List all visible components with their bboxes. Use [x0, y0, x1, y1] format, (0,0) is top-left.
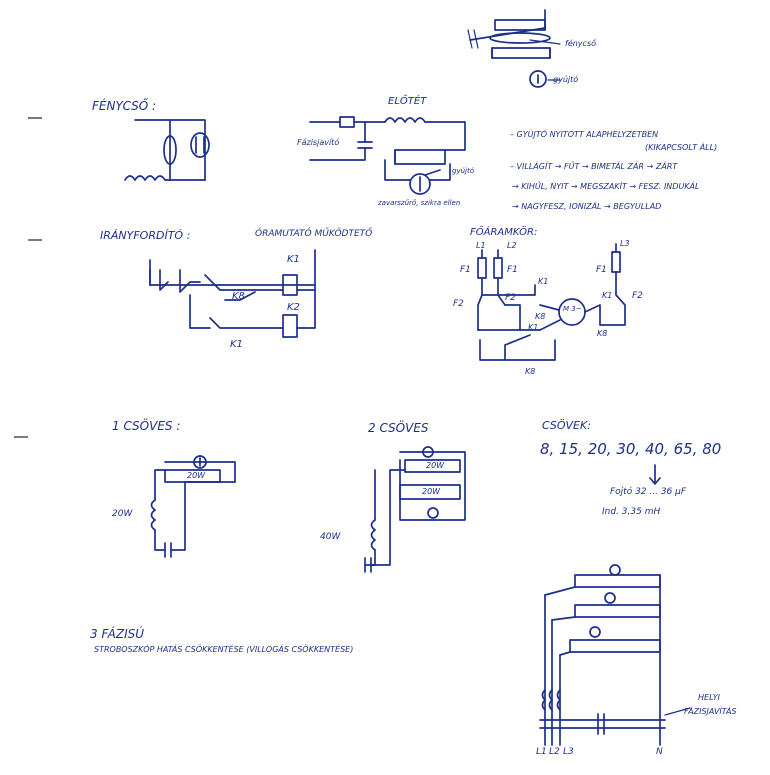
k1-main-label-a: K1 — [538, 277, 549, 286]
l1-label: L1 — [476, 241, 486, 250]
contact-k1b-label: K1 — [230, 339, 243, 350]
k8-main-label-a: K8 — [535, 312, 546, 321]
starter-note-3: – VILLÁGÍT → FŰT → BIMETÁL ZÁR → ZÁRT — [510, 162, 678, 171]
tubes-arrow — [649, 464, 661, 485]
two-tube-choke-rating: 40W — [320, 532, 341, 542]
tubes-title: CSÖVEK: — [542, 419, 591, 432]
f2-label-b: F2 — [505, 293, 516, 303]
starter-circuit-label: gyújtó — [452, 167, 474, 175]
noise-suppression-note: zavarszűrő, szikra ellen — [378, 199, 461, 207]
k8-main-label-c: K8 — [525, 367, 536, 376]
motor-label: M 3~ — [563, 305, 582, 313]
l3-label: L3 — [620, 239, 630, 248]
three-phase-l1: L1 — [536, 747, 547, 757]
one-tube-circuit — [150, 455, 236, 558]
choke-label: ELŐTÉT — [388, 96, 427, 107]
contact-k8-label: K8 — [232, 291, 245, 302]
three-phase-n: N — [656, 747, 663, 757]
two-tube-rating-2: 20W — [422, 487, 441, 496]
starter-note-5: → NAGYFESZ, IONIZÁL → BEGYULLAD — [512, 202, 662, 211]
f2-label-c: F2 — [632, 291, 643, 301]
starter-note-1: – GYÚJTÓ NYITOTT ALAPHELYZETBEN — [510, 130, 659, 139]
tubes-ind-line: Ind. 3,35 mH — [602, 507, 661, 517]
one-tube-rating: 20W — [187, 471, 206, 480]
fluorescent-basic-circuit — [124, 119, 210, 181]
three-phase-circuit — [539, 564, 691, 746]
fluorescent-title: FÉNYCSŐ : — [92, 99, 157, 113]
f1-label-b: F1 — [507, 265, 518, 275]
main-circuit — [477, 243, 626, 361]
f1-label-c: F1 — [596, 265, 607, 275]
three-phase-title: 3 FÁZISÚ — [90, 627, 145, 641]
reversing-title: IRÁNYFORDÍTÓ : — [100, 229, 191, 242]
one-tube-title: 1 CSÖVES : — [112, 419, 181, 433]
reversing-control-circuit — [149, 249, 316, 338]
main-circuit-title: FŐÁRAMKÖR: — [470, 227, 538, 238]
starter-symbol-legend — [529, 70, 561, 88]
two-tube-rating-1: 20W — [426, 461, 445, 470]
one-tube-choke-rating: 20W — [112, 509, 133, 519]
tubes-cap-line: Fojtó 32 ... 36 µF — [610, 487, 687, 497]
local-pfc-label: HELYI — [698, 693, 721, 702]
k1-main-label-b: K1 — [528, 323, 539, 332]
k8-main-label-b: K8 — [597, 329, 608, 338]
three-phase-l3: L3 — [563, 747, 574, 757]
tube-legend-label: fénycső — [565, 39, 597, 48]
reversing-subtitle: ÓRAMUTATÓ MŰKÖDTETŐ — [255, 229, 373, 239]
l2-label: L2 — [507, 241, 517, 250]
f2-label-a: F2 — [453, 299, 464, 309]
two-tube-title: 2 CSÖVES — [368, 421, 429, 435]
tube-symbol-legend — [467, 9, 561, 59]
three-phase-subtitle: STROBOSZKÓP HATÁS CSÖKKENTÉSE (VILLOGÁS … — [94, 645, 354, 654]
starter-circuit — [309, 116, 466, 195]
three-phase-l2: L2 — [549, 747, 560, 757]
starter-legend-label: gyújtó — [553, 75, 579, 84]
two-tube-circuit — [364, 446, 466, 573]
starter-note-2: (KIKAPCSOLT ÁLL) — [645, 143, 718, 152]
k1-main-label-c: K1 — [602, 291, 613, 300]
contact-k2-label: K2 — [287, 302, 300, 313]
local-pfc-label-2: FÁZISJAVÍTÁS — [684, 707, 737, 716]
f1-label-a: F1 — [460, 265, 471, 275]
starter-note-4: → KIHŰL, NYIT → MEGSZAKÍT → FESZ. INDUKÁ… — [512, 182, 700, 191]
contact-k1-label: K1 — [287, 254, 300, 265]
tube-wattages: 8, 15, 20, 30, 40, 65, 80 — [540, 440, 722, 458]
pf-capacitor-label: Fázisjavító — [297, 138, 340, 147]
